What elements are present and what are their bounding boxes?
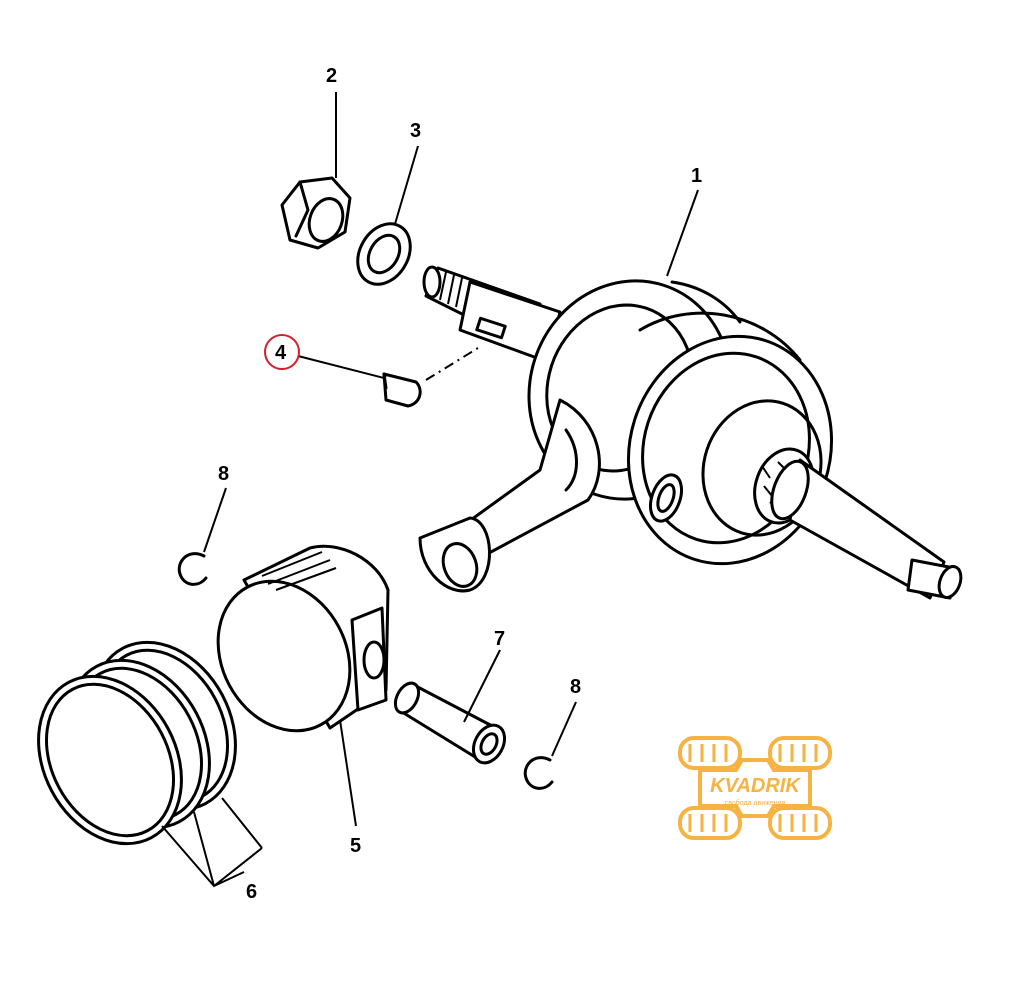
part-8-circlip-right	[523, 756, 554, 790]
kvadrik-logo: KVADRIK свобода движения	[678, 736, 832, 840]
callout-8-right: 8	[570, 676, 581, 698]
leader-3	[394, 145, 419, 225]
leader-7	[463, 649, 501, 723]
part-5-piston	[216, 544, 390, 733]
callout-2: 2	[326, 65, 337, 87]
callout-7: 7	[494, 628, 505, 650]
leader-1	[666, 189, 699, 277]
callout-5: 5	[350, 835, 361, 857]
callout-6: 6	[246, 881, 257, 903]
part-6-piston-rings	[37, 640, 237, 846]
callout-3: 3	[410, 120, 421, 142]
part-2-nut	[280, 176, 352, 250]
logo-tagline: свобода движения	[725, 799, 786, 807]
part-4-woodruff-key	[382, 372, 422, 408]
logo-name: KVADRIK	[710, 775, 801, 797]
part-8-circlip-left	[177, 552, 208, 586]
leader-4	[297, 355, 385, 379]
leader-6	[161, 797, 263, 888]
leader-8-right	[551, 701, 577, 757]
leader-5	[339, 719, 357, 827]
leader-8-left	[203, 487, 227, 553]
part-1-crankshaft	[418, 265, 963, 600]
callout-8-left: 8	[218, 463, 229, 485]
highlight-circle-4	[264, 334, 300, 370]
part-3-washer	[356, 222, 412, 286]
part-7-piston-pin	[393, 681, 507, 765]
callout-1: 1	[691, 165, 702, 187]
key-centerline	[425, 347, 479, 381]
callout-4: 4	[275, 342, 287, 364]
